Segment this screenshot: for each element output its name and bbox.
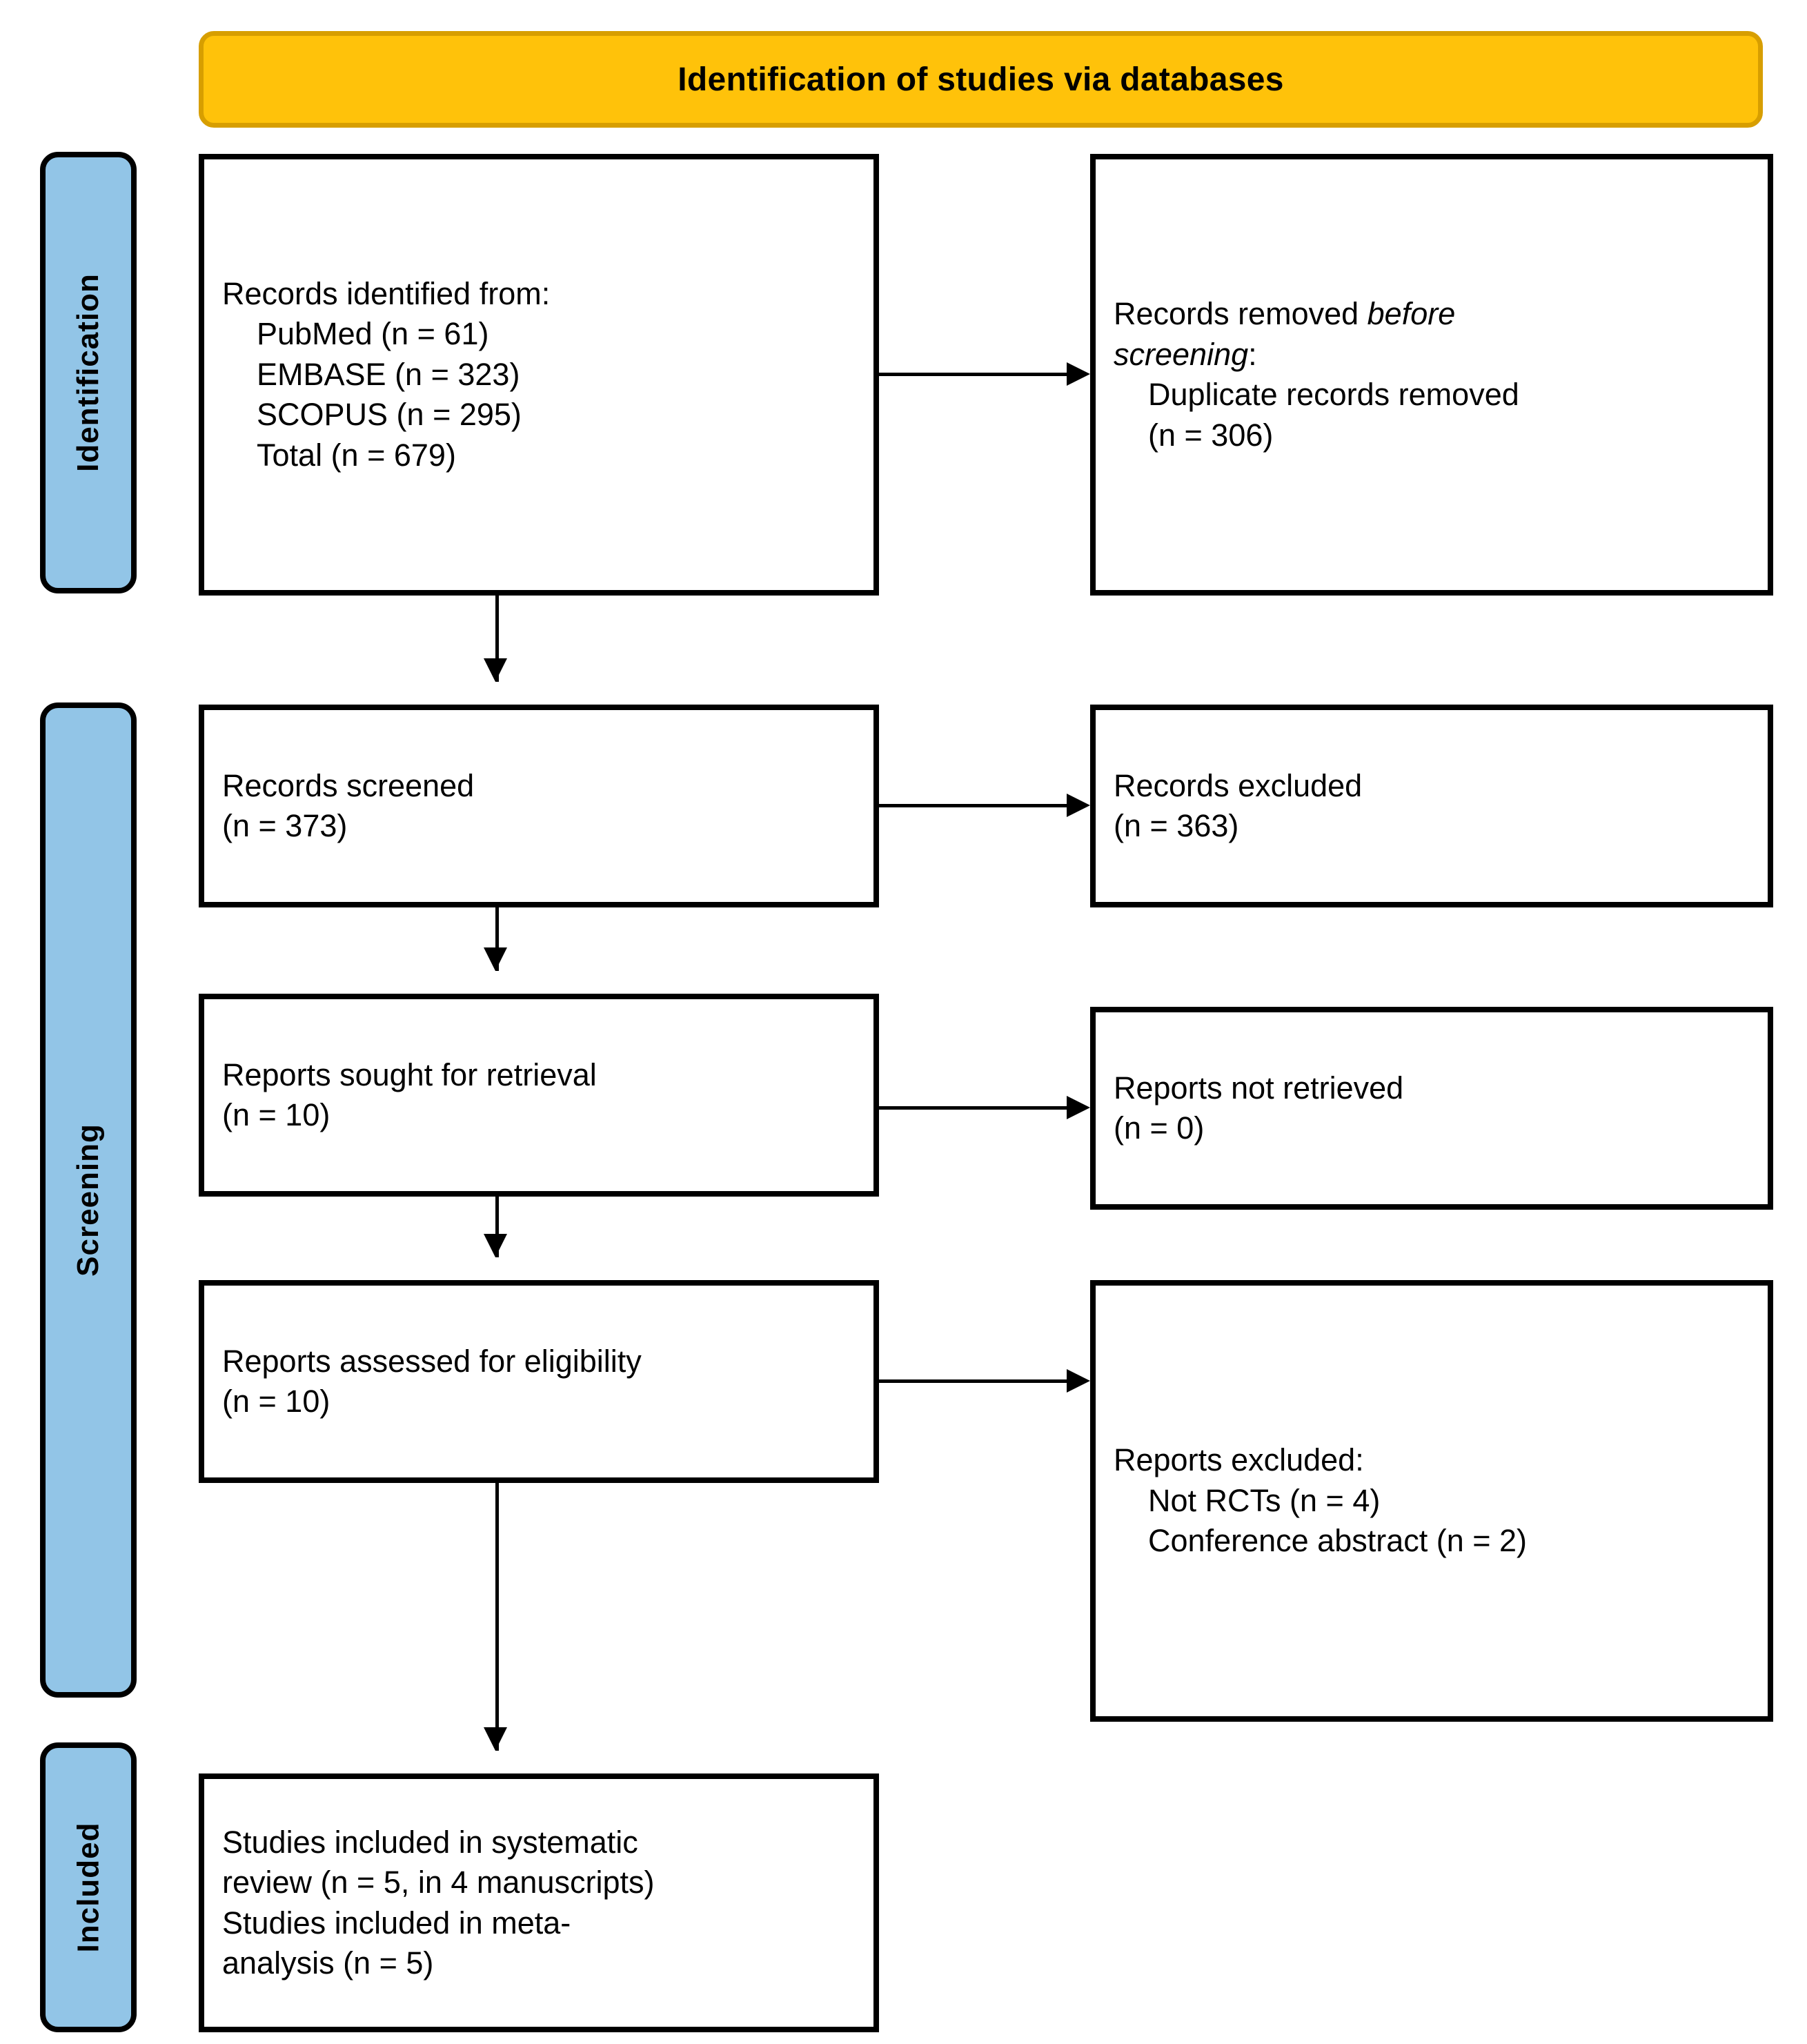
records-removed-text: Records removed before screening: Duplic… <box>1114 296 1519 453</box>
stage-tab-identification: Identification <box>40 152 137 593</box>
records-excluded-text: Records excluded (n = 363) <box>1114 767 1363 844</box>
stage-label-included: Included <box>71 1822 105 1953</box>
records-identified-text: Records identified from: PubMed (n = 61)… <box>222 275 551 473</box>
stage-tab-included: Included <box>40 1742 137 2032</box>
connector-identified-to-screened <box>495 596 499 682</box>
reports-assessed-text: Reports assessed for eligibility (n = 10… <box>222 1343 642 1419</box>
flow-box-records-identified: Records identified from: PubMed (n = 61)… <box>199 154 879 596</box>
flow-box-records-excluded: Records excluded (n = 363) <box>1090 705 1773 907</box>
stage-tab-screening: Screening <box>40 702 137 1698</box>
connector-sought-to-not-retrieved <box>879 1106 1067 1110</box>
flow-box-reports-excluded: Reports excluded: Not RCTs (n = 4) Confe… <box>1090 1280 1773 1722</box>
studies-included-text: Studies included in systematic review (n… <box>222 1824 655 1981</box>
connector-screened-to-excluded <box>879 804 1067 807</box>
arrowhead-right-icon <box>1067 1369 1090 1393</box>
diagram-header-banner: Identification of studies via databases <box>199 31 1763 128</box>
records-screened-text: Records screened (n = 373) <box>222 767 475 844</box>
connector-sought-to-assessed <box>495 1197 499 1257</box>
reports-excluded-text: Reports excluded: Not RCTs (n = 4) Confe… <box>1114 1442 1528 1559</box>
connector-assessed-to-reports-excluded <box>879 1379 1067 1383</box>
flow-box-records-removed: Records removed before screening: Duplic… <box>1090 154 1773 596</box>
flow-box-reports-assessed: Reports assessed for eligibility (n = 10… <box>199 1280 879 1483</box>
stage-label-identification: Identification <box>71 273 105 472</box>
flow-box-studies-included: Studies included in systematic review (n… <box>199 1773 879 2032</box>
arrowhead-right-icon <box>1067 362 1090 386</box>
arrowhead-right-icon <box>1067 1096 1090 1119</box>
flow-box-records-screened: Records screened (n = 373) <box>199 705 879 907</box>
flow-box-reports-sought: Reports sought for retrieval (n = 10) <box>199 994 879 1197</box>
reports-sought-text: Reports sought for retrieval (n = 10) <box>222 1057 597 1133</box>
arrowhead-right-icon <box>1067 794 1090 817</box>
stage-label-screening: Screening <box>71 1123 105 1277</box>
arrowhead-down-icon <box>484 947 507 971</box>
connector-assessed-to-included <box>495 1483 499 1751</box>
diagram-title: Identification of studies via databases <box>678 61 1284 98</box>
arrowhead-down-icon <box>484 1727 507 1751</box>
connector-screened-to-sought <box>495 907 499 971</box>
reports-not-retrieved-text: Reports not retrieved (n = 0) <box>1114 1070 1404 1146</box>
arrowhead-down-icon <box>484 1234 507 1257</box>
connector-identified-to-removed <box>879 373 1067 376</box>
flow-box-reports-not-retrieved: Reports not retrieved (n = 0) <box>1090 1007 1773 1210</box>
arrowhead-down-icon <box>484 658 507 682</box>
